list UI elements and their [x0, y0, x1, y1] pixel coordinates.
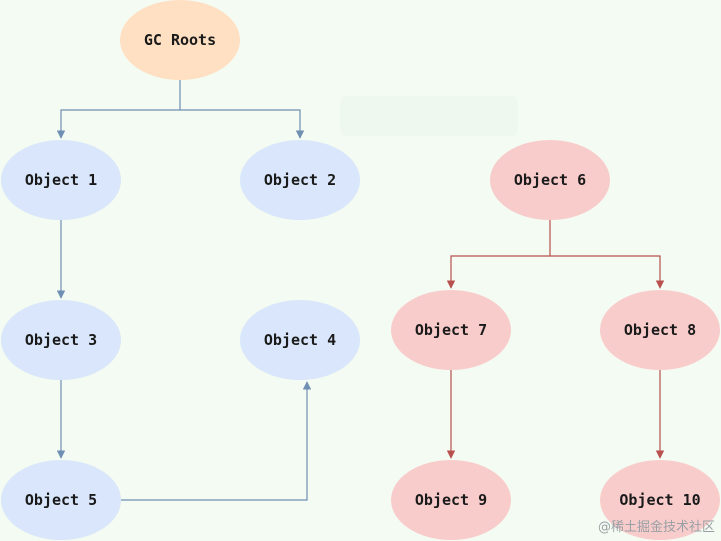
- edge-object-5-to-object-4: [121, 381, 312, 501]
- node-object-3-label: Object 3: [25, 331, 97, 349]
- node-object-8-label: Object 8: [624, 321, 696, 339]
- node-object-9: Object 9: [391, 460, 511, 540]
- node-object-7-label: Object 7: [415, 321, 487, 339]
- node-object-10-label: Object 10: [619, 491, 700, 509]
- unreachable-edges: [446, 220, 665, 459]
- node-object-1-label: Object 1: [25, 171, 97, 189]
- node-object-3: Object 3: [1, 300, 121, 380]
- node-object-2: Object 2: [240, 140, 360, 220]
- background-band: [340, 96, 518, 136]
- watermark-text: @稀土掘金技术社区: [597, 520, 715, 535]
- node-object-9-label: Object 9: [415, 491, 487, 509]
- node-object-2-label: Object 2: [264, 171, 336, 189]
- node-object-10: Object 10: [600, 460, 720, 540]
- node-object-6: Object 6: [490, 140, 610, 220]
- reachable-edges: [56, 80, 312, 501]
- node-object-4: Object 4: [240, 300, 360, 380]
- node-gc-roots-label: GC Roots: [144, 31, 216, 49]
- edge-gc-roots-to-object-2: [180, 109, 305, 139]
- edge-object-6-to-object-8: [550, 255, 665, 289]
- node-object-4-label: Object 4: [264, 331, 336, 349]
- node-object-6-label: Object 6: [514, 171, 586, 189]
- node-gc-roots: GC Roots: [120, 0, 240, 80]
- node-object-5-label: Object 5: [25, 491, 97, 509]
- node-object-1: Object 1: [1, 140, 121, 220]
- node-object-8: Object 8: [600, 290, 720, 370]
- node-object-7: Object 7: [391, 290, 511, 370]
- edge-object-6-to-object-7: [446, 220, 551, 289]
- node-object-5: Object 5: [1, 460, 121, 540]
- edge-gc-roots-to-object-1: [56, 80, 181, 139]
